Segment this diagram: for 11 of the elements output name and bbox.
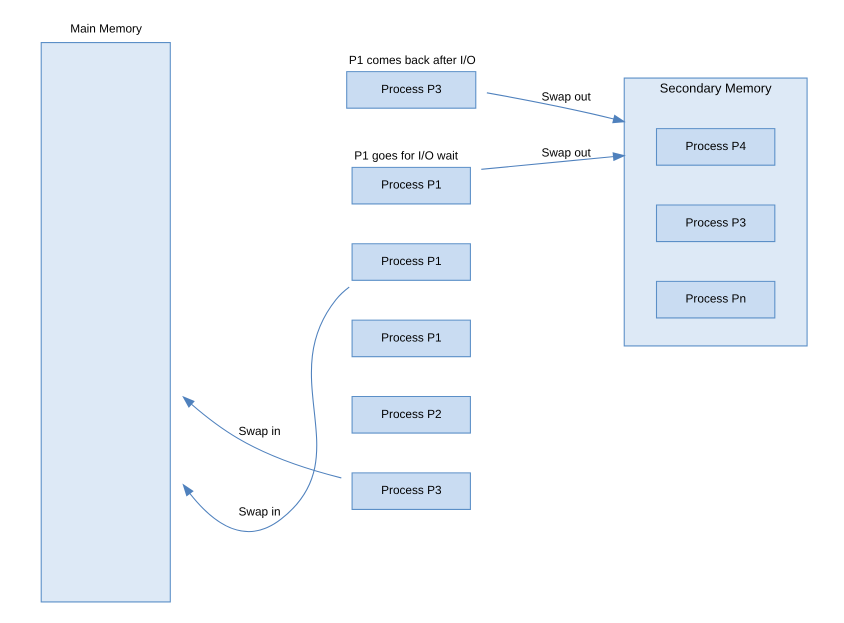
edge-label: Swap in — [238, 504, 281, 519]
arrow — [486, 92, 626, 124]
edge-label: Swap in — [238, 424, 281, 438]
edge-label: Swap out — [541, 89, 591, 104]
arrow — [481, 152, 626, 170]
edge-label: Swap out — [541, 145, 591, 160]
node-label: P1 goes for I/O wait — [354, 148, 458, 163]
node-label: P1 comes back after I/O — [348, 52, 476, 67]
node-label: Main Memory — [70, 22, 142, 36]
arrow — [182, 396, 342, 478]
arrow — [182, 286, 350, 532]
